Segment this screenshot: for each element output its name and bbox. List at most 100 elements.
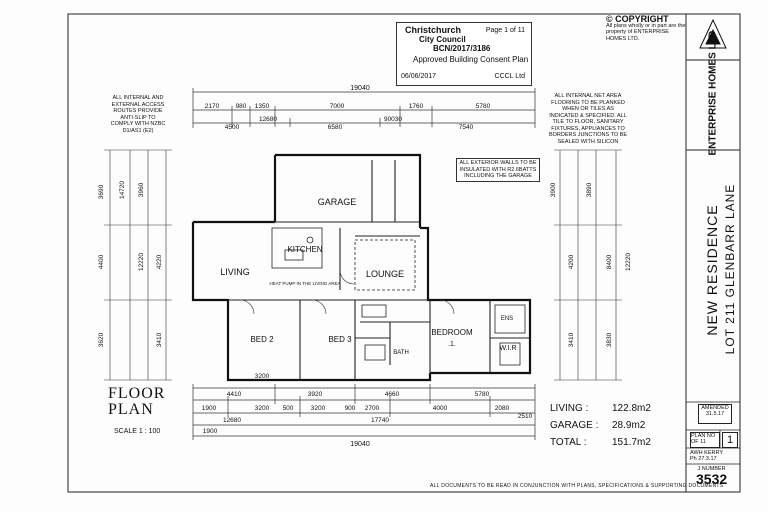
amended-label: AMENDED	[701, 405, 729, 411]
title-block-grid	[686, 401, 740, 465]
left-dimensions	[104, 149, 172, 381]
note-exterior-walls: ALL EXTERIOR WALLS TO BE INSULATED WITH …	[456, 158, 540, 182]
amended-value: 31.5.17	[705, 411, 725, 417]
bottom-dimensions	[192, 384, 536, 440]
dim-left-4: 14720	[119, 181, 126, 199]
drawn-label: AWH KERRY	[690, 450, 724, 456]
right-dimensions	[554, 149, 622, 381]
council-name-line2: City Council	[419, 35, 466, 44]
stamp-page: Page 1 of 11	[485, 27, 525, 34]
dim-top-5: 1760	[409, 103, 424, 110]
amended-box: AMENDED 31.5.17	[698, 404, 732, 424]
dim-bot-3: 4660	[385, 391, 400, 398]
room-ensuite: ENS	[501, 316, 513, 322]
dim-bot-r2-4: 3200	[311, 405, 326, 412]
dim-bot-r3-2: 17740	[371, 417, 389, 424]
project-title: NEW RESIDENCE	[704, 204, 720, 336]
top-dimensions	[192, 88, 536, 128]
dim-right-6: 3410	[568, 332, 575, 347]
council-name-line1: Christchurch	[405, 25, 462, 35]
note-access-routes: ALL INTERNAL AND EXTERNAL ACCESS ROUTES …	[110, 95, 166, 134]
job-label: J NUMBER	[697, 466, 726, 472]
room-garage: GARAGE	[318, 197, 357, 207]
dim-right-5: 8400	[606, 254, 613, 269]
room-wir: W.I.R	[499, 345, 516, 352]
dim-left-1: 3690	[98, 184, 105, 199]
company-name: ENTERPRISE HOMES LTD	[707, 30, 719, 156]
dim-top-6: 5780	[476, 103, 491, 110]
dim-left-7: 4220	[156, 254, 163, 269]
stamp-date: 06/06/2017	[401, 73, 437, 80]
copyright-title: © COPYRIGHT	[606, 14, 669, 24]
dim-right-7: 3830	[606, 332, 613, 347]
room-living: LIVING	[220, 267, 250, 277]
job-number-box: J NUMBER 3532	[696, 466, 727, 486]
area-schedule: LIVING :122.8m2 GARAGE :28.9m2 TOTAL :15…	[550, 400, 651, 451]
plan-title-line1: FLOOR	[108, 385, 166, 402]
dim-bot-r2-8: 2080	[495, 405, 510, 412]
stamp-issuer: CCCL Ltd	[494, 73, 525, 80]
dim-bot-r2-5: 900	[345, 405, 356, 412]
room-bath: BATH	[393, 350, 409, 356]
copyright-text: All plans wholly or in part are the prop…	[606, 22, 686, 42]
sheet-border	[67, 13, 741, 493]
interior-walls	[228, 160, 530, 380]
dim-bed-width: 3200	[255, 373, 270, 380]
project-address: LOT 211 GLENBARR LANE	[723, 183, 737, 355]
dim-top-3: 1350	[255, 103, 270, 110]
kitchen-fixtures	[271, 227, 526, 366]
dim-bot-overall: 19040	[350, 441, 370, 448]
plan-scale: SCALE 1 : 100	[114, 428, 161, 435]
plan-title-line2: PLAN	[108, 401, 154, 418]
room-lounge: LOUNGE	[366, 269, 404, 279]
area-total-value: 151.7m2	[612, 437, 651, 448]
dim-top-r2-5: 7540	[459, 124, 474, 131]
room-kitchen: KITCHEN	[287, 245, 322, 254]
area-living-label: LIVING :	[550, 403, 589, 414]
right-dim-labels: 3900 4200 3890 12220 8400 3410 3830	[550, 182, 632, 347]
dim-bot-r2-7: 4000	[433, 405, 448, 412]
consent-stamp: Christchurch City Council Page 1 of 11 B…	[396, 22, 532, 86]
area-garage-label: GARAGE :	[550, 420, 599, 431]
dim-left-8: 3410	[156, 332, 163, 347]
dim-bot-r4-1: 1900	[203, 428, 218, 435]
plan-no-box: PLAN NO OF 11	[690, 432, 720, 448]
dim-bot-2: 3920	[308, 391, 323, 398]
dim-bot-r3-1: 12680	[223, 417, 241, 424]
drawn-date: Ph 27.3.17	[690, 456, 717, 462]
dim-top-row2-labels: 4500 12680 6580 90030 7540	[225, 116, 474, 131]
room-bed3: BED 3	[328, 335, 352, 344]
plan-title: FLOOR PLAN	[108, 386, 165, 418]
dim-bot-r2-6: 2700	[365, 405, 380, 412]
area-total-label: TOTAL :	[550, 437, 587, 448]
dim-top-1: 2170	[205, 103, 220, 110]
dim-right-4: 12220	[625, 253, 632, 271]
dim-bot-4: 5780	[475, 391, 490, 398]
room-bedroom-number: .1.	[448, 341, 456, 348]
plan-no-sub: OF 11	[691, 439, 706, 445]
dim-top-row1-labels: 2170 980 1350 7000 1760 5780	[205, 103, 491, 110]
footer-note: ALL DOCUMENTS TO BE READ IN CONJUNCTION …	[430, 483, 724, 489]
dim-top-r2-4: 90030	[384, 116, 402, 123]
door-swings	[239, 269, 455, 315]
room-labels: GARAGE KITCHEN LIVING LOUNGE BED 2 BED 3…	[220, 197, 516, 356]
dim-bot-1: 4410	[227, 391, 242, 398]
dim-right-1: 3900	[550, 182, 557, 197]
room-bed2: BED 2	[250, 335, 274, 344]
dim-left-3: 3620	[98, 332, 105, 347]
dim-bot-r2-9: 2510	[518, 413, 533, 420]
company-logo	[699, 18, 727, 49]
dim-bot-r2-2: 3200	[255, 405, 270, 412]
dim-right-2: 4200	[568, 254, 575, 269]
approved-text: Approved Building Consent Plan	[413, 55, 529, 64]
dim-left-2: 4400	[98, 254, 105, 269]
heat-pump-note: HEAT PUMP IN THE LIVING AREA	[270, 281, 341, 286]
room-bedroom: BEDROOM	[431, 328, 473, 337]
dim-top-4: 7000	[330, 103, 345, 110]
area-garage-value: 28.9m2	[612, 420, 646, 431]
dim-bot-r2-3: 500	[283, 405, 294, 412]
plan-no-value: 1	[722, 432, 738, 448]
bottom-dim-labels: 4410 3920 4660 5780 1900 3200 500 3200 9…	[202, 373, 533, 448]
dim-bot-r2-1: 1900	[202, 405, 217, 412]
